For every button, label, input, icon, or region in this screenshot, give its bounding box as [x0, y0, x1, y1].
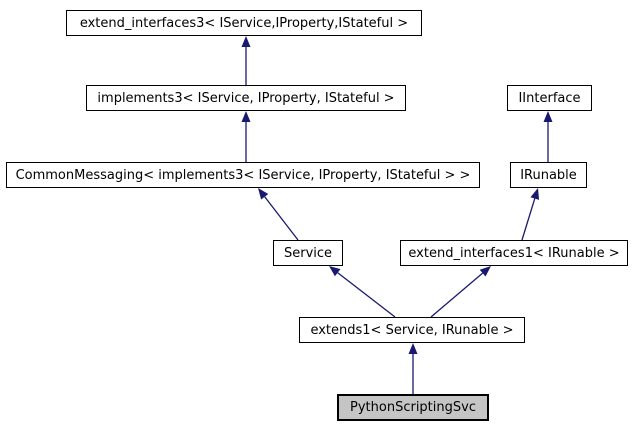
inheritance-edge-extends1-to-extend_interfaces1	[430, 272, 484, 318]
inheritance-edge-extend_interfaces1-to-IRunable	[521, 198, 536, 241]
class-node-CommonMessaging[interactable]: CommonMessaging< implements3< IService, …	[6, 162, 480, 188]
class-node-IInterface[interactable]: IInterface	[507, 85, 592, 111]
class-node-PythonScriptingSvc: PythonScriptingSvc	[337, 394, 489, 421]
arrowhead-PythonScriptingSvc-to-extends1	[408, 343, 418, 354]
inheritance-edge-extends1-to-Service	[337, 272, 396, 318]
class-node-extend_interfaces1[interactable]: extend_interfaces1< IRunable >	[400, 240, 628, 266]
class-node-IRunable[interactable]: IRunable	[510, 162, 587, 188]
arrowhead-extend_interfaces1-to-IRunable	[530, 188, 540, 200]
class-node-implements3[interactable]: implements3< IService, IProperty, IState…	[86, 85, 406, 111]
arrowhead-extends1-to-extend_interfaces1	[479, 266, 491, 277]
arrowhead-CommonMessaging-to-implements3	[241, 111, 251, 122]
arrowhead-IRunable-to-IInterface	[543, 111, 553, 122]
class-node-extend_interfaces3[interactable]: extend_interfaces3< IService,IProperty,I…	[66, 10, 422, 36]
arrowhead-Service-to-CommonMessaging	[258, 188, 269, 200]
class-node-extends1[interactable]: extends1< Service, IRunable >	[299, 317, 525, 343]
arrowhead-extends1-to-Service	[329, 266, 341, 277]
arrowhead-implements3-to-extend_interfaces3	[241, 36, 251, 47]
inheritance-edge-Service-to-CommonMessaging	[264, 196, 299, 241]
class-node-Service[interactable]: Service	[273, 240, 343, 266]
